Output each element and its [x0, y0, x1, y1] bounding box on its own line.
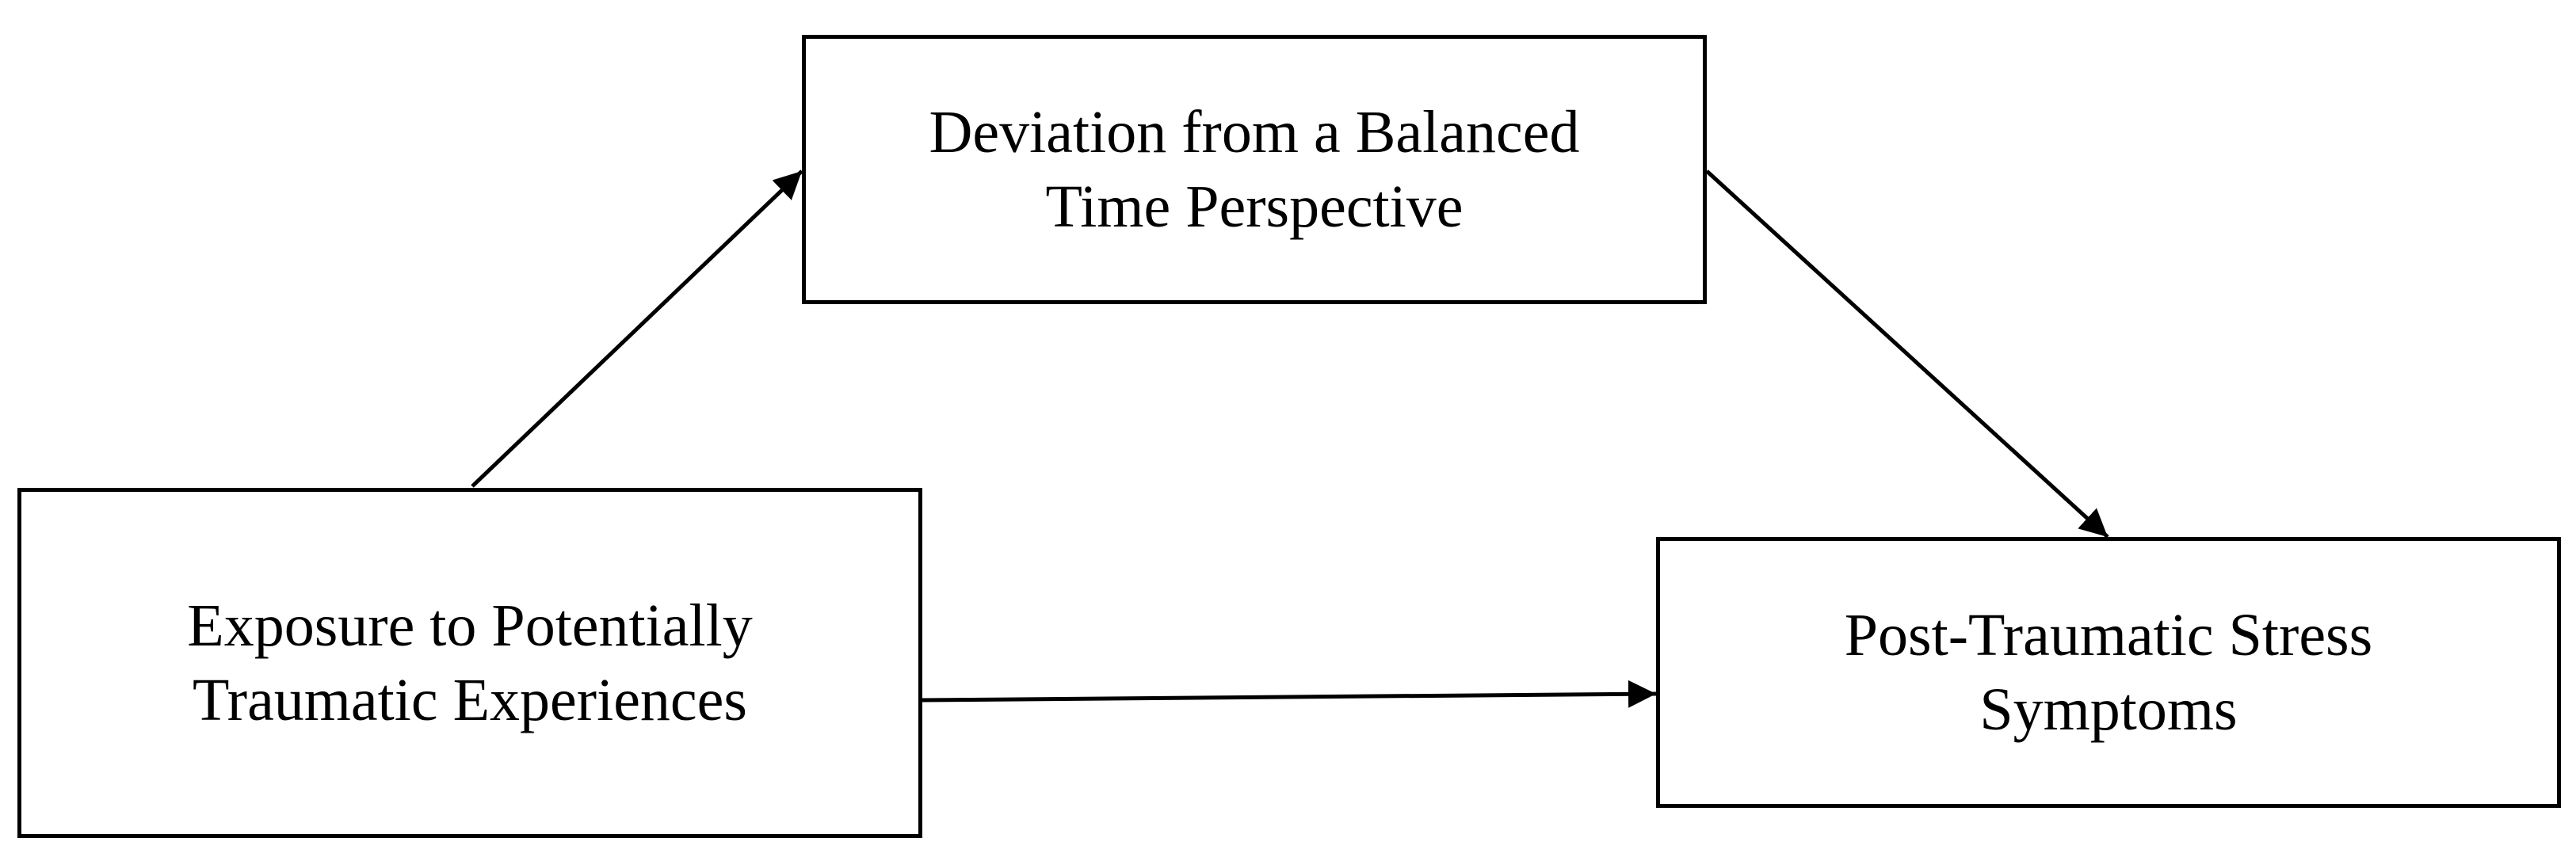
- predictor-box: Exposure to Potentially Traumatic Experi…: [17, 488, 922, 838]
- outcome-box: Post-Traumatic Stress Symptoms: [1656, 537, 2561, 808]
- outcome-label-line1: Post-Traumatic Stress: [1844, 602, 2373, 668]
- mediator-label-line2: Time Perspective: [1045, 173, 1464, 240]
- mediator-box: Deviation from a Balanced Time Perspecti…: [802, 35, 1707, 304]
- predictor-label-line2: Traumatic Experiences: [193, 667, 747, 733]
- outcome-label-line2: Symptoms: [1979, 676, 2238, 743]
- predictor-label-line1: Exposure to Potentially: [187, 592, 753, 659]
- mediator-label-line1: Deviation from a Balanced: [929, 99, 1580, 166]
- arrow-predictor-to-mediator: [471, 169, 803, 488]
- arrow-predictor-to-outcome: [922, 680, 1657, 708]
- arrow-mediator-to-outcome: [1705, 169, 2109, 539]
